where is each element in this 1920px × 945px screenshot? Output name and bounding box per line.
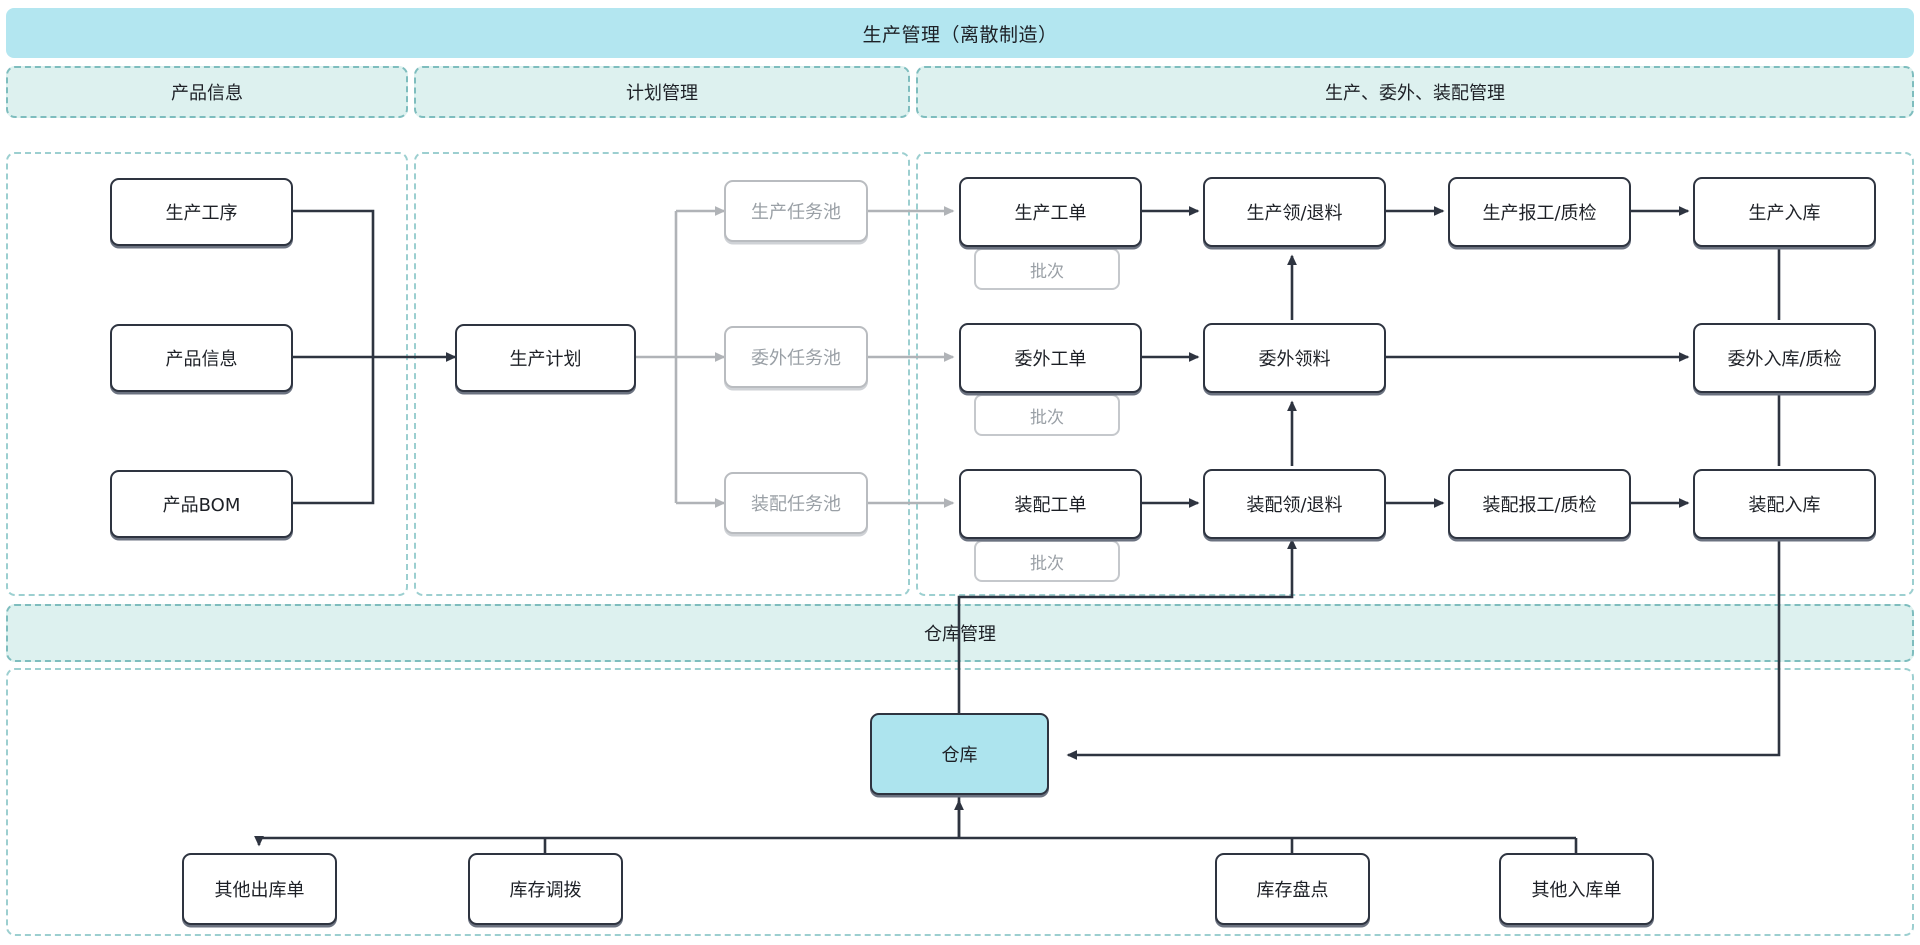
node-label: 装配领/退料 (1246, 495, 1343, 516)
node-label: 仓库 (941, 745, 978, 766)
banner-title: 生产管理（离散制造） (862, 23, 1058, 46)
node-label: 委外领料 (1258, 349, 1331, 370)
node-label: 委外入库/质检 (1727, 349, 1842, 370)
node-label: 库存盘点 (1256, 880, 1329, 901)
node-label: 其他入库单 (1531, 880, 1622, 901)
node-assembly-work-order[interactable]: 装配工单 (959, 469, 1142, 539)
section-body-plan-management (414, 152, 910, 596)
node-label: 生产工单 (1014, 203, 1087, 224)
node-production-plan[interactable]: 生产计划 (455, 324, 636, 392)
node-label: 生产报工/质检 (1482, 203, 1597, 224)
node-label: 委外任务池 (751, 348, 841, 369)
node-outsourcing-work-order[interactable]: 委外工单 (959, 323, 1142, 393)
node-label: 委外工单 (1014, 349, 1087, 370)
node-label: 装配工单 (1014, 495, 1087, 516)
node-label: 批次 (1030, 261, 1064, 282)
node-outsourcing-task-pool[interactable]: 委外任务池 (724, 326, 868, 388)
node-label: 库存调拨 (509, 880, 582, 901)
node-label: 装配报工/质检 (1482, 495, 1597, 516)
node-production-task-pool[interactable]: 生产任务池 (724, 180, 868, 242)
node-label: 产品BOM (162, 495, 241, 516)
node-production-work-order[interactable]: 生产工单 (959, 177, 1142, 247)
node-other-inbound-order[interactable]: 其他入库单 (1499, 853, 1654, 925)
node-label: 装配入库 (1748, 495, 1821, 516)
node-batch-assembly[interactable]: 批次 (974, 540, 1120, 582)
node-batch-outsourcing[interactable]: 批次 (974, 394, 1120, 436)
node-production-process[interactable]: 生产工序 (110, 178, 293, 246)
node-label: 生产入库 (1748, 203, 1821, 224)
node-label: 其他出库单 (214, 880, 305, 901)
node-label: 批次 (1030, 553, 1064, 574)
node-product-info[interactable]: 产品信息 (110, 324, 293, 392)
node-production-stock-in[interactable]: 生产入库 (1693, 177, 1876, 247)
node-batch-production[interactable]: 批次 (974, 248, 1120, 290)
section-header-product-info: 产品信息 (6, 66, 408, 118)
section-body-production-outsourcing-assembly (916, 152, 1914, 596)
node-label: 产品信息 (165, 349, 238, 370)
section-body-product-info (6, 152, 408, 596)
node-assembly-stock-in[interactable]: 装配入库 (1693, 469, 1876, 539)
node-inventory-transfer[interactable]: 库存调拨 (468, 853, 623, 925)
node-label: 装配任务池 (751, 494, 841, 515)
node-outsourcing-material-issue[interactable]: 委外领料 (1203, 323, 1386, 393)
node-warehouse[interactable]: 仓库 (870, 713, 1049, 795)
section-header-production-outsourcing-assembly: 生产、委外、装配管理 (916, 66, 1914, 118)
node-label: 生产计划 (509, 349, 582, 370)
node-label: 生产工序 (165, 203, 238, 224)
section-label: 生产、委外、装配管理 (1325, 83, 1505, 104)
node-label: 批次 (1030, 407, 1064, 428)
node-assembly-material-issue-return[interactable]: 装配领/退料 (1203, 469, 1386, 539)
node-outsourcing-stock-in-qc[interactable]: 委外入库/质检 (1693, 323, 1876, 393)
banner-production-management: 生产管理（离散制造） (6, 8, 1914, 58)
node-label: 生产领/退料 (1246, 203, 1343, 224)
section-header-plan-management: 计划管理 (414, 66, 910, 118)
node-production-report-qc[interactable]: 生产报工/质检 (1448, 177, 1631, 247)
node-product-bom[interactable]: 产品BOM (110, 470, 293, 538)
node-label: 生产任务池 (751, 202, 841, 223)
node-inventory-stocktake[interactable]: 库存盘点 (1215, 853, 1370, 925)
node-assembly-task-pool[interactable]: 装配任务池 (724, 472, 868, 534)
node-assembly-report-qc[interactable]: 装配报工/质检 (1448, 469, 1631, 539)
section-label: 产品信息 (171, 83, 243, 104)
node-production-material-issue-return[interactable]: 生产领/退料 (1203, 177, 1386, 247)
node-other-outbound-order[interactable]: 其他出库单 (182, 853, 337, 925)
section-label: 计划管理 (626, 83, 698, 104)
